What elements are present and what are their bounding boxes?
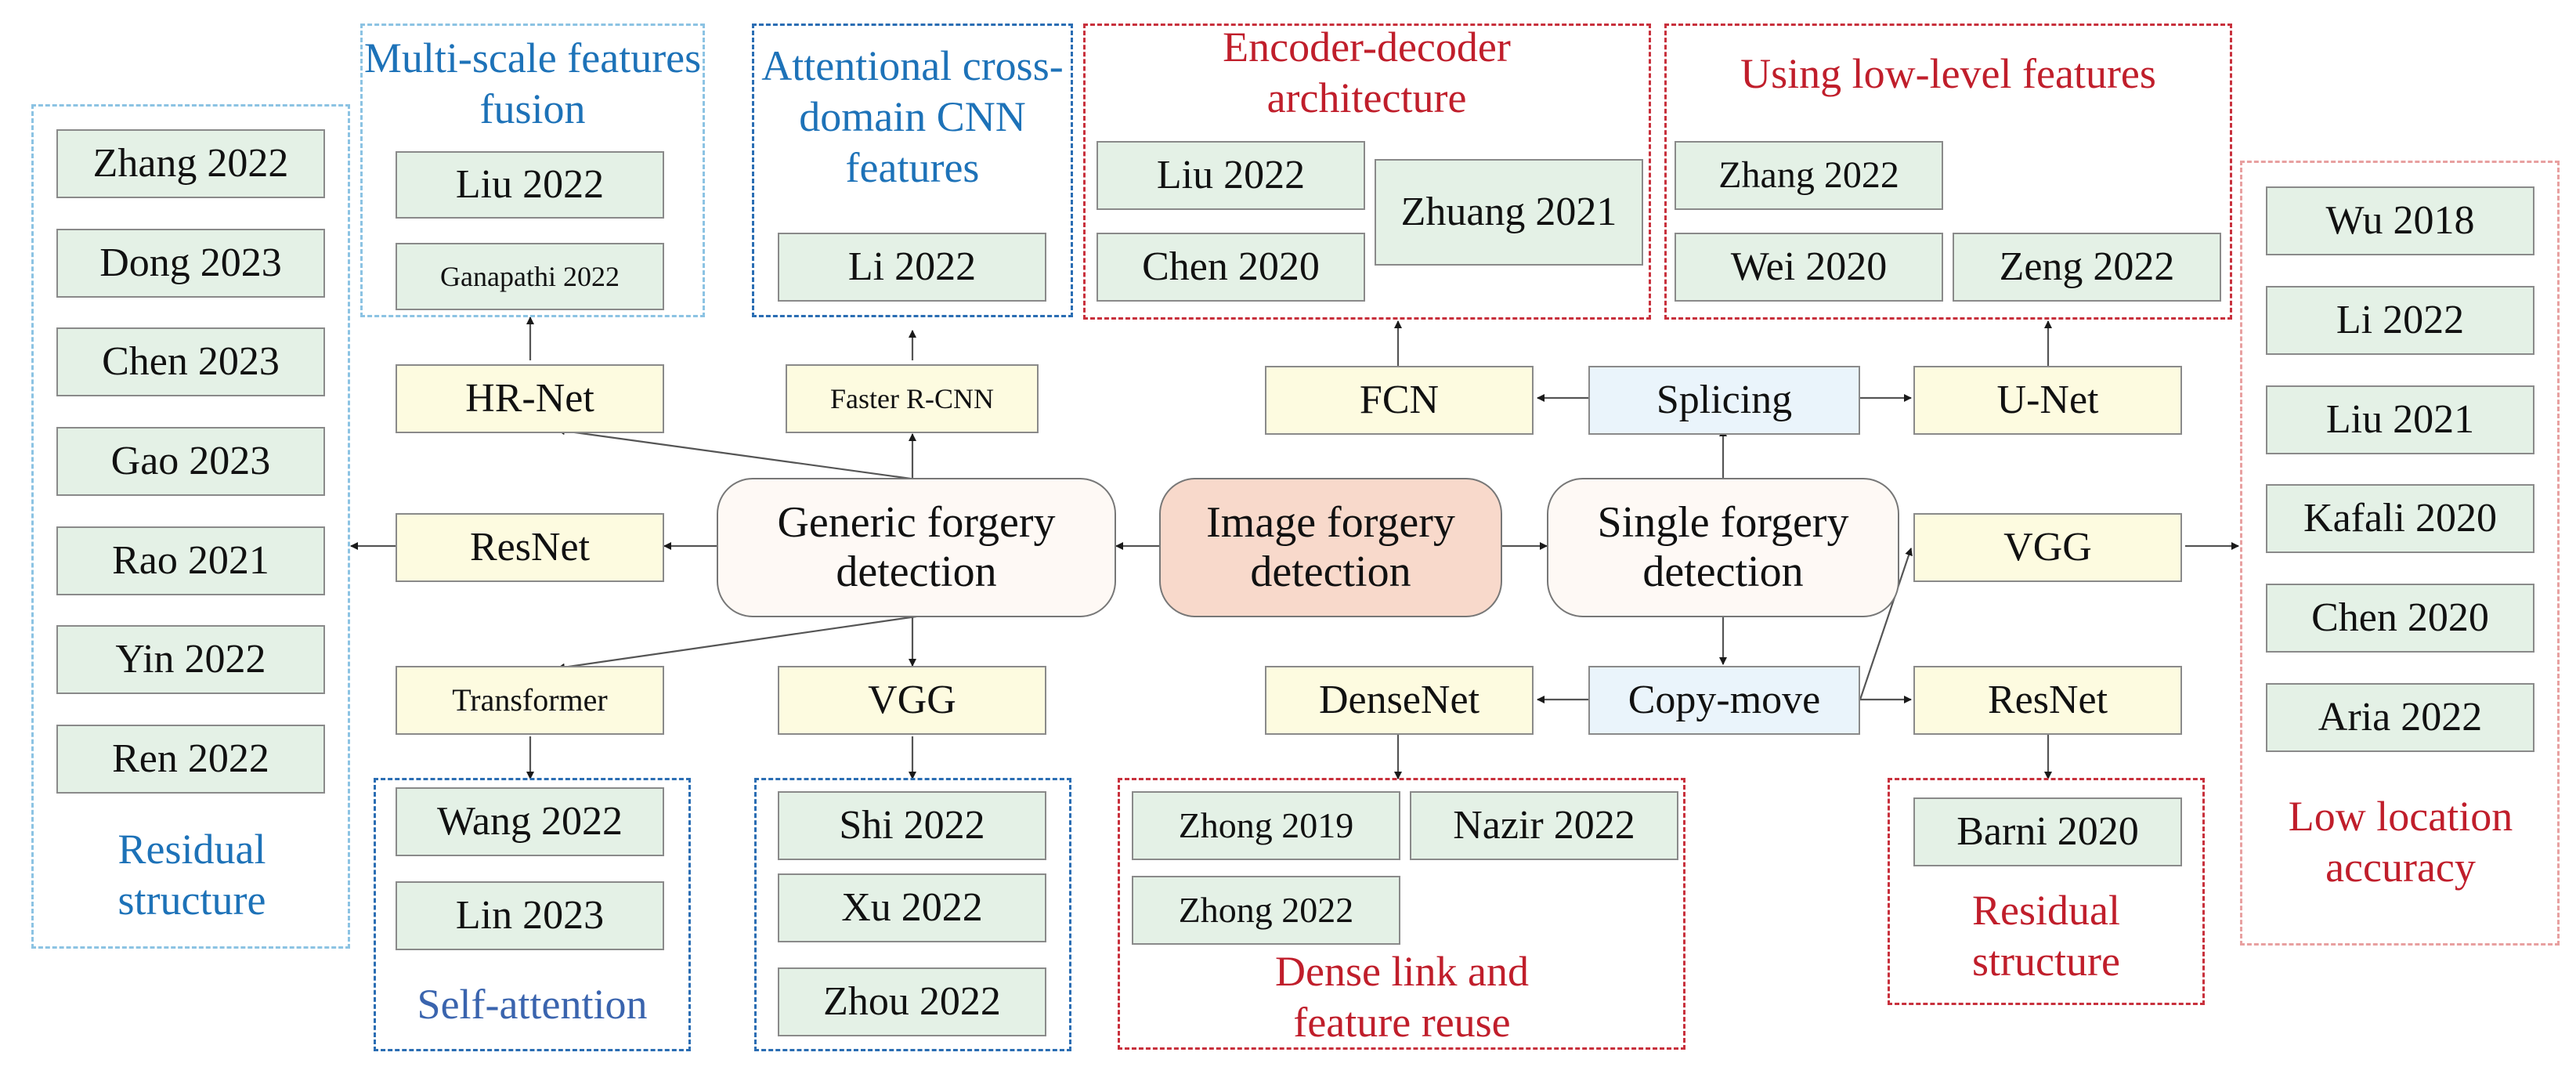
group-low-level [1664, 24, 2232, 320]
group-low-location [2240, 161, 2560, 946]
ref-item: Barni 2020 [1913, 797, 2182, 866]
caption-residual-left: Residual structure [117, 826, 266, 924]
model-faster-rcnn: Faster R-CNN [786, 364, 1039, 433]
group-attentional [752, 24, 1073, 317]
ref-item: Chen 2023 [56, 327, 325, 396]
node-generic-forgery-detection: Generic forgery detection [717, 478, 1116, 617]
ref-item: Liu 2022 [396, 151, 664, 219]
ref-item: Zhuang 2021 [1375, 159, 1643, 266]
group-encoder-decoder [1083, 24, 1651, 320]
ref-item: Wang 2022 [396, 787, 664, 856]
ref-item: Liu 2022 [1097, 141, 1365, 210]
forgery-splicing: Splicing [1588, 366, 1860, 435]
ref-item: Li 2022 [778, 233, 1046, 302]
ref-item: Nazir 2022 [1410, 791, 1678, 860]
caption-self-attention: Self-attention [417, 981, 648, 1028]
ref-item: Zhong 2022 [1132, 876, 1400, 945]
ref-item: Li 2022 [2266, 286, 2534, 355]
model-resnet-left: ResNet [396, 513, 664, 582]
node-single-forgery-detection: Single forgery detection [1547, 478, 1899, 617]
ref-item: Dong 2023 [56, 229, 325, 298]
ref-item: Ganapathi 2022 [396, 243, 664, 310]
model-vgg-left: VGG [778, 666, 1046, 735]
ref-item: Zeng 2022 [1953, 233, 2221, 302]
caption-attentional: Attentional cross-domain CNN features [761, 42, 1064, 191]
caption-encoder-decoder: Encoder-decoder architecture [1223, 24, 1511, 121]
arrow-copymove-vgg [1859, 548, 1913, 700]
group-residual-right [1888, 778, 2205, 1005]
ref-item: Chen 2020 [2266, 584, 2534, 653]
ref-item: Wu 2018 [2266, 186, 2534, 255]
ref-item: Gao 2023 [56, 427, 325, 496]
arrow-generic-transformer [557, 615, 917, 671]
ref-item: Zhong 2019 [1132, 791, 1400, 860]
ref-item: Xu 2022 [778, 873, 1046, 942]
arrow-generic-hrnet [557, 427, 917, 481]
node-image-forgery-detection: Image forgery detection [1159, 478, 1502, 617]
model-hrnet: HR-Net [396, 364, 664, 433]
ref-item: Zhang 2022 [56, 129, 325, 198]
group-dense [1118, 778, 1685, 1050]
ref-item: Yin 2022 [56, 625, 325, 694]
caption-residual-right: Residual structure [1972, 887, 2120, 985]
ref-item: Lin 2023 [396, 881, 664, 950]
caption-multiscale: Multi-scale features fusion [363, 34, 702, 132]
group-self-attention [374, 778, 691, 1051]
group-residual-left [31, 104, 350, 949]
model-vgg-right: VGG [1913, 513, 2182, 582]
ref-item: Zhou 2022 [778, 967, 1046, 1036]
ref-item: Kafali 2020 [2266, 484, 2534, 553]
ref-item: Shi 2022 [778, 791, 1046, 860]
ref-item: Rao 2021 [56, 526, 325, 595]
ref-item: Chen 2020 [1097, 233, 1365, 302]
ref-item: Wei 2020 [1675, 233, 1943, 302]
caption-dense: Dense link and feature reuse [1275, 948, 1529, 1046]
ref-item: Zhang 2022 [1675, 141, 1943, 210]
forgery-copy-move: Copy-move [1588, 666, 1860, 735]
caption-low-level: Using low-level features [1740, 50, 2156, 97]
model-transformer: Transformer [396, 666, 664, 735]
model-resnet-right: ResNet [1913, 666, 2182, 735]
caption-low-location: Low location accuracy [2288, 793, 2513, 891]
group-multiscale [360, 24, 705, 317]
ref-item: Liu 2021 [2266, 385, 2534, 454]
group-vgg-refs [754, 778, 1071, 1051]
model-fcn: FCN [1265, 366, 1534, 435]
model-unet: U-Net [1913, 366, 2182, 435]
model-densenet: DenseNet [1265, 666, 1534, 735]
ref-item: Ren 2022 [56, 725, 325, 794]
ref-item: Aria 2022 [2266, 683, 2534, 752]
